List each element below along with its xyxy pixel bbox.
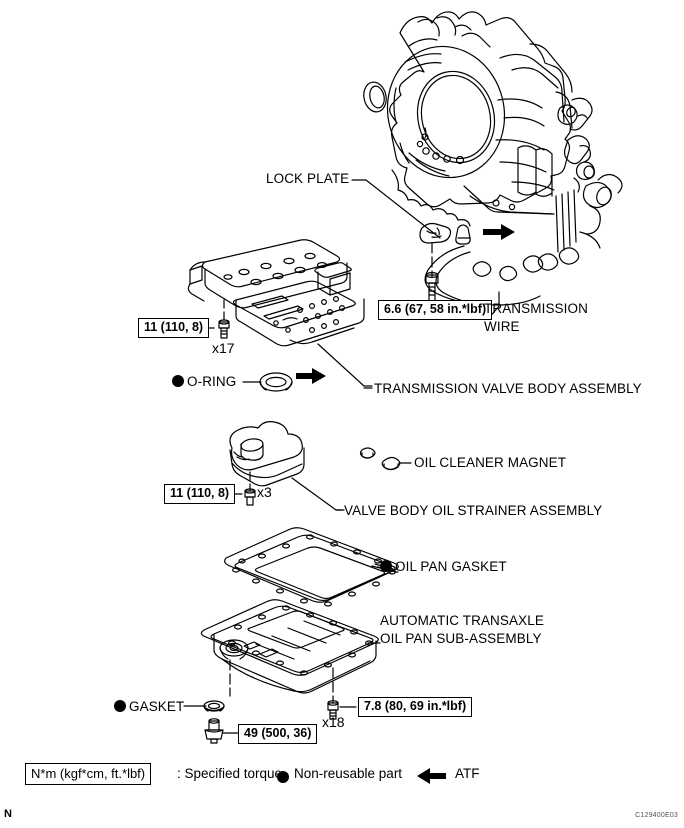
lock-plate-part <box>351 179 452 316</box>
oil-pan-bolt <box>327 700 357 720</box>
label-transmission-wire-line2: WIRE <box>484 319 520 334</box>
label-oil-pan-gasket: OIL PAN GASKET <box>380 559 507 575</box>
legend-non-reusable-dot <box>277 771 289 783</box>
torque-strainer-bolt: 11 (110, 8) <box>164 484 236 504</box>
label-valve-body-oil-strainer: VALVE BODY OIL STRAINER ASSEMBLY <box>344 503 603 518</box>
legend: N*m (kgf*cm, ft.*lbf) : Specified torque… <box>25 762 665 796</box>
valve-body-illustration <box>187 239 373 387</box>
drain-gasket-washer <box>203 700 225 712</box>
torque-lock-plate-bolt: 6.6 (67, 58 in.*lbf) <box>378 300 493 320</box>
legend-non-reusable: Non-reusable part <box>294 766 403 781</box>
label-transmission-wire-line1: TRANSMISSION <box>484 301 588 316</box>
legend-torque-unit-box: N*m (kgf*cm, ft.*lbf) <box>25 763 152 785</box>
oil-strainer-illustration <box>227 421 343 511</box>
transmission-wire-harness <box>424 173 623 319</box>
figure-code: C129400E03 <box>635 812 678 819</box>
transaxle-case-illustration <box>363 11 595 227</box>
oil-cleaner-magnets <box>359 447 412 471</box>
label-oil-cleaner-magnet: OIL CLEANER MAGNET <box>414 455 567 470</box>
legend-atf: ATF <box>455 766 480 781</box>
label-oil-pan-sub-line2: OIL PAN SUB-ASSEMBLY <box>380 631 542 646</box>
atf-arrow-oring <box>296 368 326 384</box>
non-reusable-dot-oring <box>172 375 184 387</box>
label-oil-pan-gasket-text: OIL PAN GASKET <box>395 559 507 574</box>
torque-drain-plug: 49 (500, 36) <box>238 724 318 744</box>
qty-strainer-bolt: x3 <box>257 484 272 500</box>
drain-plug-bolt <box>204 718 240 744</box>
label-o-ring: O-RING <box>172 374 236 390</box>
atf-plug <box>455 224 471 245</box>
label-oil-pan-sub-line1: AUTOMATIC TRANSAXLE <box>380 613 544 628</box>
label-lock-plate: LOCK PLATE <box>266 171 350 186</box>
label-transmission-valve-body: TRANSMISSION VALVE BODY ASSEMBLY <box>374 381 642 396</box>
o-ring-part <box>242 372 293 392</box>
torque-oil-pan-bolt: 7.8 (80, 69 in.*lbf) <box>358 697 473 717</box>
atf-arrow-lockplate <box>483 224 515 240</box>
page-mark: N <box>4 808 12 820</box>
torque-valve-body-bolt: 11 (110, 8) <box>138 318 210 338</box>
qty-valve-body-bolt: x17 <box>212 340 235 356</box>
label-gasket-text: GASKET <box>129 699 185 714</box>
qty-oil-pan-bolt: x18 <box>322 714 345 730</box>
legend-atf-arrow-icon <box>417 768 446 784</box>
legend-torque-meaning: : Specified torque <box>177 766 283 781</box>
oil-pan-gasket-illustration <box>224 527 399 607</box>
non-reusable-dot-gasket <box>114 700 126 712</box>
label-gasket: GASKET <box>114 699 184 715</box>
non-reusable-dot-oil-pan-gasket <box>380 560 392 572</box>
label-o-ring-text: O-RING <box>187 374 237 389</box>
